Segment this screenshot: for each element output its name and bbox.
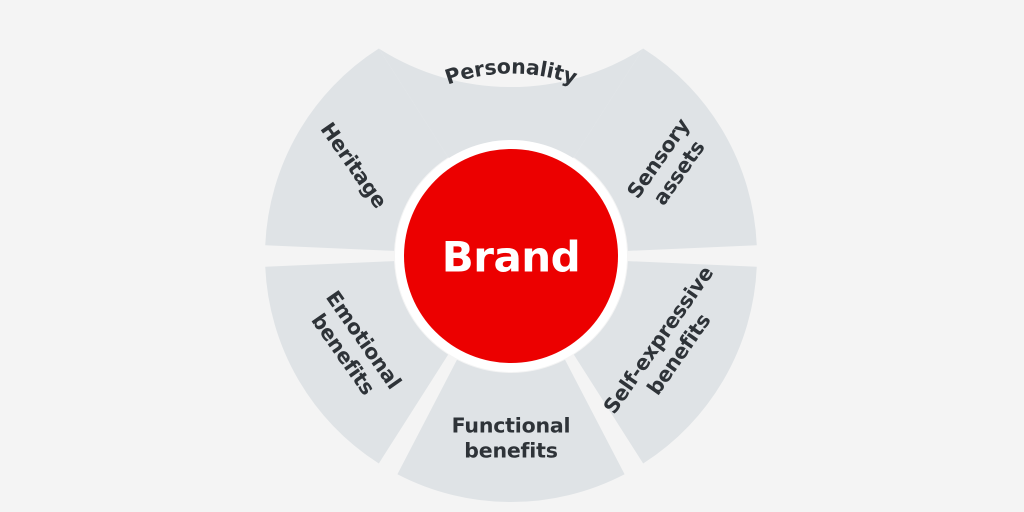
center-label: Brand	[442, 233, 581, 282]
center-circle[interactable]	[404, 149, 618, 363]
segment-emotional-benefits[interactable]	[265, 261, 449, 464]
segment-heritage[interactable]	[265, 48, 449, 251]
segments-group	[265, 48, 757, 502]
segment-self-expressive-benefits[interactable]	[573, 261, 757, 464]
segment-sensory-assets[interactable]	[573, 48, 757, 251]
segment-functional-benefits[interactable]	[397, 359, 625, 502]
segment-personality[interactable]	[378, 48, 644, 176]
